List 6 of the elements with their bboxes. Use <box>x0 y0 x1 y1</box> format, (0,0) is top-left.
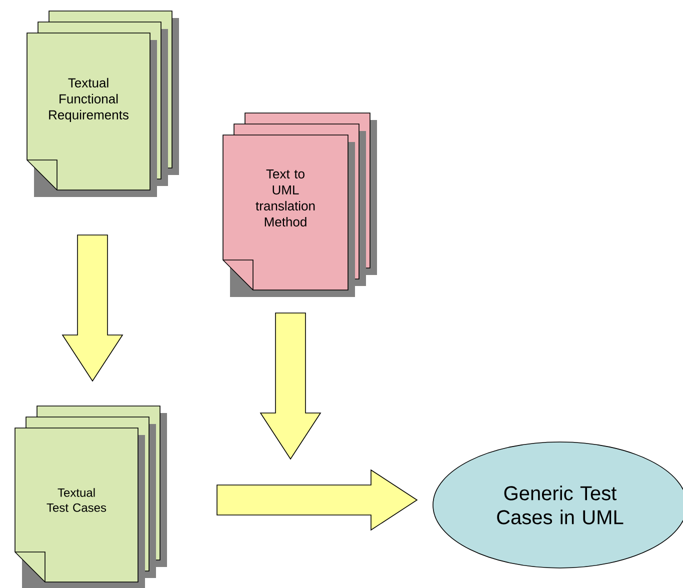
block-arrow <box>216 469 418 531</box>
document-stack: Textual Test Cases <box>14 406 167 588</box>
block-arrow <box>62 234 124 382</box>
document-stack: Text to UML translation Method <box>222 112 377 297</box>
document-stack: Textual Functional Requirements <box>26 10 179 197</box>
block-arrow <box>260 312 322 460</box>
